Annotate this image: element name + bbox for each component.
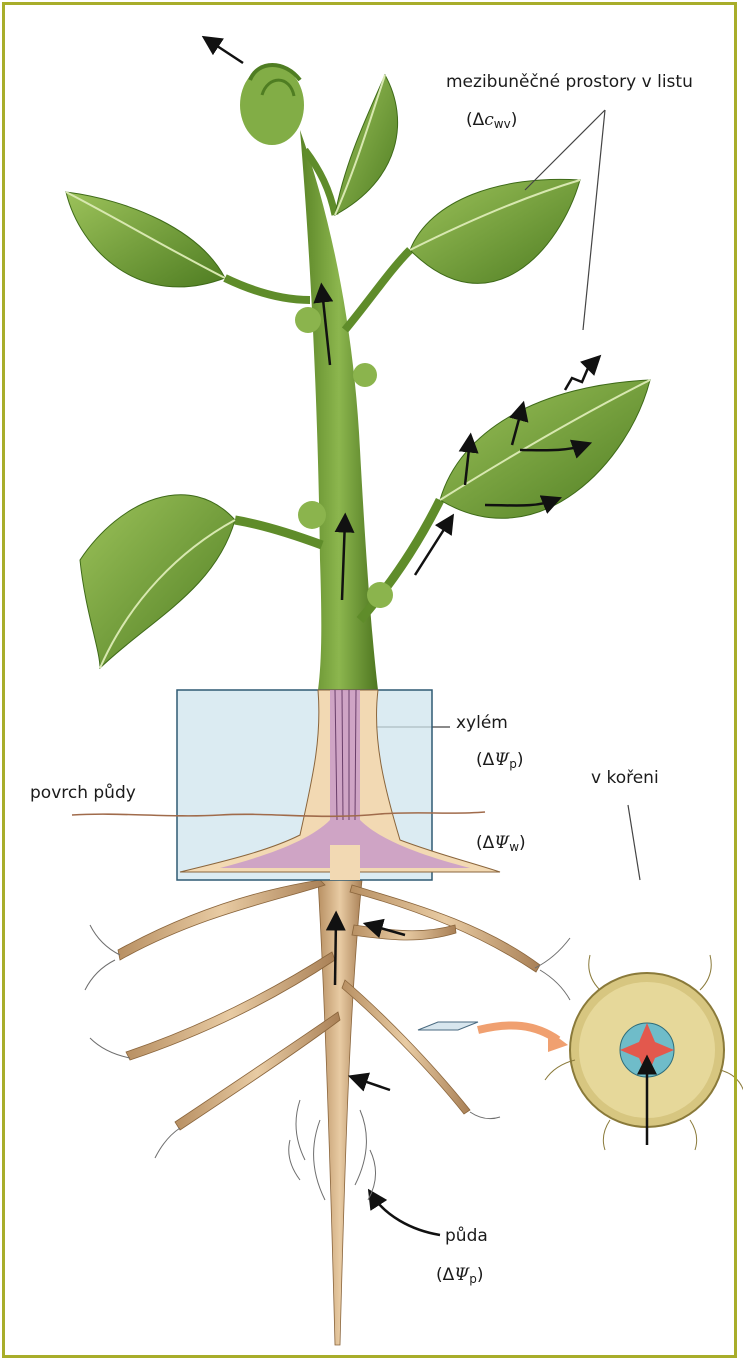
symbol-delta: (Δ [466, 110, 484, 130]
symbol-var: c [484, 110, 494, 130]
label-soil: půda [445, 1226, 488, 1246]
symbol-sub: p [469, 1272, 477, 1286]
symbol-var: Ψ [454, 1265, 469, 1285]
symbol-close: ) [511, 110, 518, 130]
symbol-close: ) [519, 833, 526, 853]
symbol-soil: (ΔΨp) [436, 1265, 483, 1286]
label-leaf-spaces: mezibuněčné prostory v listu [446, 72, 693, 92]
symbol-sub: p [509, 757, 517, 771]
symbol-var: Ψ [494, 750, 509, 770]
symbol-leaf: (Δcwv) [466, 110, 517, 131]
symbol-delta: (Δ [476, 750, 494, 770]
label-soil-surface: povrch půdy [30, 783, 136, 803]
symbol-close: ) [477, 1265, 484, 1285]
symbol-sub: wv [494, 117, 511, 131]
symbol-delta: (Δ [476, 833, 494, 853]
symbol-xylem: (ΔΨp) [476, 750, 523, 771]
symbol-root: (ΔΨw) [476, 833, 526, 854]
label-in-root: v kořeni [591, 768, 659, 788]
symbol-var: Ψ [494, 833, 509, 853]
symbol-close: ) [517, 750, 524, 770]
symbol-delta: (Δ [436, 1265, 454, 1285]
symbol-sub: w [509, 840, 519, 854]
label-xylem: xylém [456, 713, 508, 733]
